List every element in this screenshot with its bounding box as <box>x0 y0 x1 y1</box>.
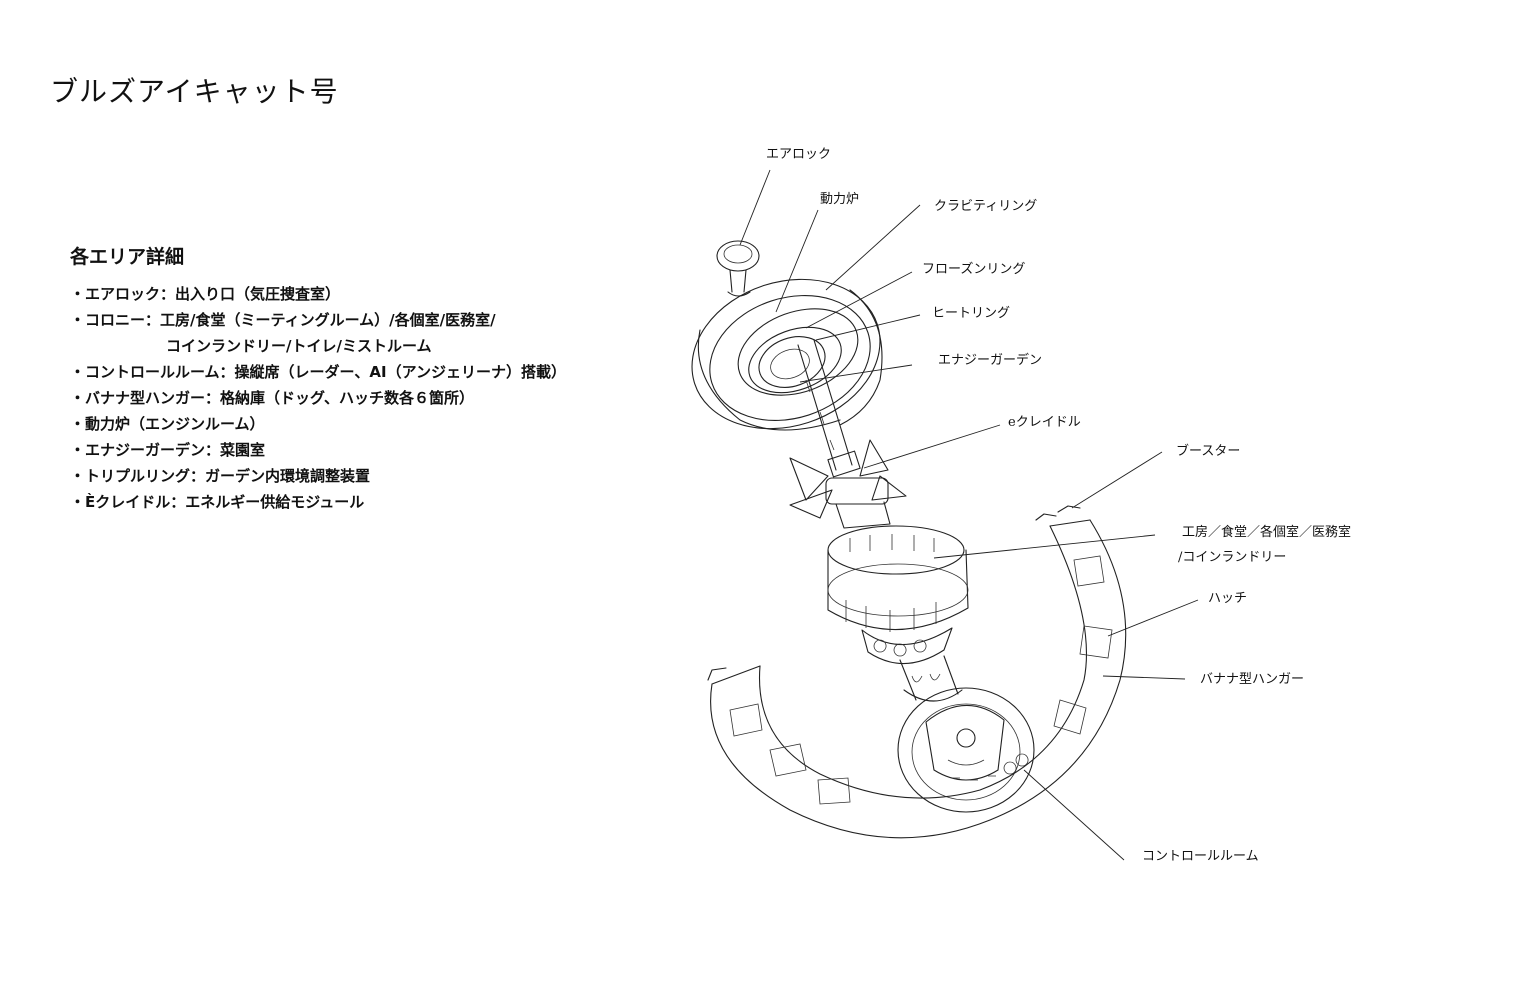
page-title: ブルズアイキャット号 <box>50 75 339 108</box>
label-frozen-ring: フローズンリング <box>922 261 1025 277</box>
label-e-cradle: eクレイドル <box>1008 415 1081 430</box>
details-list: ・エアロック：出入り口（気圧捜査室） ・コロニー：工房/食堂（ミーティングルーム… <box>70 281 566 515</box>
label-banana-hangar: バナナ型ハンガー <box>1200 672 1304 687</box>
label-colony-line1: 工房／食堂／各個室／医務室 <box>1182 524 1351 540</box>
label-booster: ブースター <box>1176 443 1240 459</box>
detail-item-hangar: ・バナナ型ハンガー：格納庫（ドッグ、ハッチ数各６箇所） <box>70 389 474 407</box>
control-room-module <box>897 687 1035 813</box>
label-colony-line2: /コインランドリー <box>1178 550 1286 565</box>
label-heat-ring: ヒートリング <box>932 306 1010 321</box>
central-shaft <box>797 339 861 478</box>
details-heading: 各エリア詳細 <box>70 246 185 268</box>
area-details: 各エリア詳細 ・エアロック：出入り口（気圧捜査室） ・コロニー：工房/食堂（ミー… <box>70 242 566 515</box>
detail-item-control-room: ・コントロールルーム：操縦席（レーダー、AI（アンジェリーナ）搭載） <box>70 363 566 381</box>
ship-sketch <box>691 240 1127 839</box>
detail-item-energy-garden: ・エナジーガーデン：菜園室 <box>70 441 266 459</box>
label-control-room: コントロールルーム <box>1142 849 1259 864</box>
label-energy-garden: エナジーガーデン <box>938 352 1042 368</box>
e-cradle-fins <box>789 439 907 529</box>
label-gravity-ring: クラビティリング <box>934 199 1037 214</box>
airlock-module <box>716 240 760 297</box>
detail-item-airlock: ・エアロック：出入り口（気圧捜査室） <box>70 285 341 303</box>
neck-module <box>899 655 963 702</box>
detail-item-colony: ・コロニー：工房/食堂（ミーティングルーム）/各個室/医務室/コインランドリー/… <box>70 311 496 355</box>
colony-module <box>827 525 969 665</box>
diagram-labels: エアロック 動力炉 クラビティリング フローズンリング ヒートリング エナジーガ… <box>766 147 1351 864</box>
detail-item-triple-ring: ・トリプルリング：ガーデン内環境調整装置 <box>70 467 371 485</box>
label-airlock: エアロック <box>766 147 831 162</box>
leader-lines <box>739 169 1199 861</box>
label-reactor: 動力炉 <box>820 192 859 207</box>
banana-hangar <box>707 505 1127 839</box>
energy-garden-rings <box>691 278 883 431</box>
detail-item-e-cradle: ・Èクレイドル：エネルギー供給モジュール <box>70 493 365 511</box>
detail-item-reactor: ・動力炉（エンジンルーム） <box>70 415 265 433</box>
label-hatch: ハッチ <box>1208 591 1247 606</box>
